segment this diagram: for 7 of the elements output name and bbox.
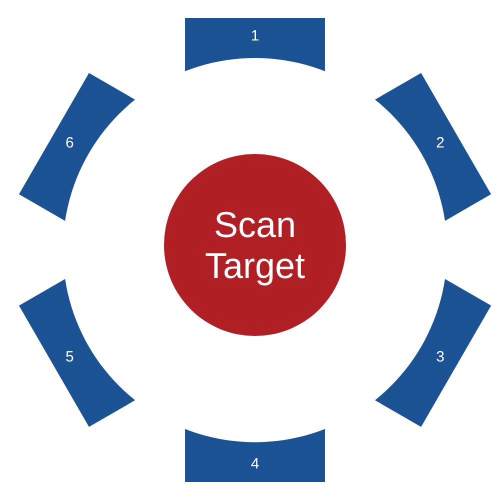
panel-number: 2 xyxy=(436,134,444,152)
panel-number: 4 xyxy=(250,455,260,472)
panel-number: 5 xyxy=(65,348,74,366)
target-label: Scan Target xyxy=(204,204,306,286)
panel-number: 3 xyxy=(436,348,444,366)
panel-number: 1 xyxy=(250,28,260,44)
panel-number: 6 xyxy=(65,134,74,152)
